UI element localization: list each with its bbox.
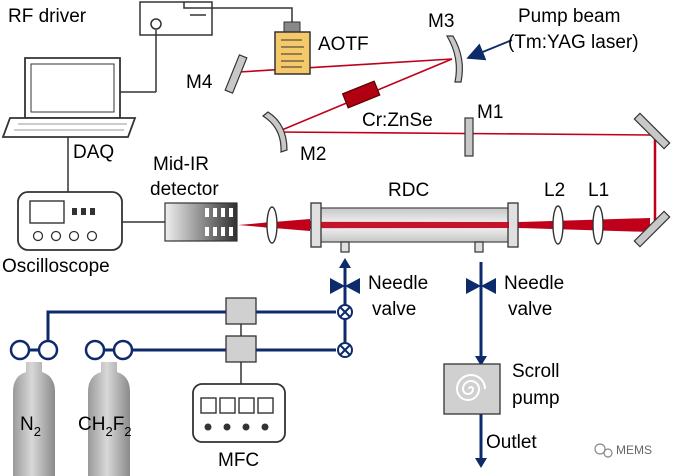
oscilloscope-label: Oscilloscope [2, 256, 110, 277]
beam-in-cell [321, 222, 509, 228]
aotf: AOTF [274, 21, 369, 75]
mirror-m2 [261, 111, 288, 153]
mirror-right-top [633, 112, 671, 150]
lens-l1 [592, 205, 604, 245]
mfc-block-upper [225, 297, 257, 325]
rf-driver-label: RF driver [8, 6, 87, 27]
crystal-label: Cr:ZnSe [362, 110, 433, 131]
pump-beam-arrow [466, 39, 513, 61]
rdc-cell: RDC [310, 180, 519, 253]
rf-driver-box [139, 1, 213, 36]
gas-lines [46, 262, 483, 462]
shutoff-valve-upper [337, 304, 353, 320]
needle-valve-left [330, 278, 360, 294]
aotf-crystal [274, 31, 311, 75]
cylinder-ch2f2: CH2F2 [78, 339, 134, 476]
flow-arrow-down-pump [475, 356, 487, 366]
pump-label: pump [512, 388, 560, 409]
scroll-label: Scroll [512, 361, 560, 382]
lens-l2 [552, 205, 564, 245]
l1-label: L1 [588, 180, 609, 201]
flow-arrow-outlet [475, 458, 487, 468]
shutoff-valve-lower [337, 342, 353, 358]
mfc-label: MFC [218, 450, 259, 471]
scroll-pump: Scroll pump [443, 361, 560, 415]
valve-right-label: valve [508, 299, 552, 320]
laptop-keyboard [1, 117, 137, 138]
cylinder-n2: N2 [9, 339, 59, 476]
m1-label: M1 [477, 102, 503, 123]
needle-valve-right [466, 278, 496, 294]
m2-label: M2 [300, 144, 326, 165]
mfc-block-lower [225, 335, 257, 363]
watermark: MEMS [594, 443, 652, 458]
n2-label: N2 [20, 414, 41, 439]
flow-arrow-up [339, 258, 351, 268]
laptop-daq: DAQ [1, 57, 137, 163]
midir-detector: Mid-IR detector [150, 154, 238, 242]
m3-label: M3 [428, 11, 454, 32]
scroll-icon [455, 374, 486, 401]
beam-m2-m1 [276, 131, 651, 136]
crzns-crystal [341, 80, 381, 109]
rf-driver: RF driver [8, 1, 213, 36]
lens-detector [266, 206, 278, 244]
pump-beam-label: Pump beam [518, 6, 620, 27]
rdc-label: RDC [388, 180, 429, 201]
aotf-label: AOTF [318, 34, 369, 55]
watermark-label: MEMS [616, 443, 652, 457]
l2-label: L2 [544, 180, 565, 201]
rf-to-aotf-cable [183, 2, 293, 24]
scope-screen [29, 200, 65, 224]
needle-left-label: Needle [368, 273, 428, 294]
pump-laser-label: (Tm:YAG laser) [508, 32, 639, 53]
mirror-m1 [464, 117, 474, 157]
mfc-controller: MFC [192, 383, 286, 471]
detector-label: detector [150, 179, 219, 200]
outlet-label: Outlet [486, 432, 537, 453]
mirror-m3 [445, 35, 463, 83]
mirror-right-bottom [633, 210, 671, 248]
oscilloscope: Oscilloscope [2, 191, 123, 277]
needle-right-label: Needle [504, 273, 564, 294]
ch2f2-label: CH2F2 [78, 414, 132, 439]
m4-label: M4 [186, 72, 213, 93]
midir-label: Mid-IR [153, 154, 209, 175]
beam-m4-m3 [238, 58, 453, 73]
valve-left-label: valve [372, 299, 416, 320]
daq-label: DAQ [73, 142, 114, 163]
mirror-m4 [224, 54, 248, 94]
